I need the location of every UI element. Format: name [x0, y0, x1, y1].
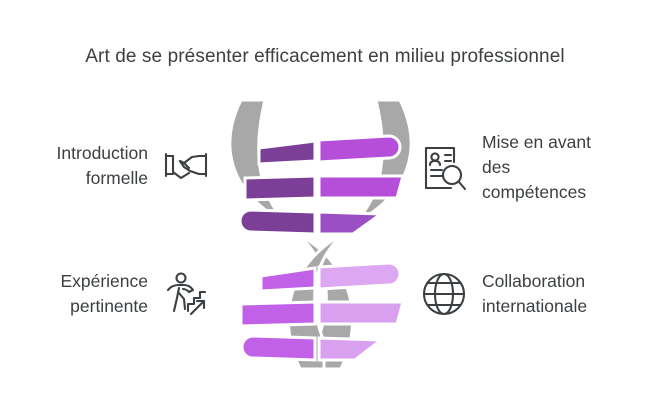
- globe-icon: [418, 268, 470, 320]
- item-label-collaboration-internationale: Collaboration internationale: [482, 269, 587, 319]
- item-label-line: pertinente: [70, 296, 148, 316]
- item-label-line: Introduction: [56, 143, 148, 163]
- item-label-experience-pertinente: Expérience pertinente: [60, 269, 148, 319]
- dna-rung-top-3: [238, 208, 386, 236]
- item-label-introduction-formelle: Introduction formelle: [57, 141, 148, 191]
- resume-search-icon: [418, 142, 470, 194]
- item-label-line: Mise en avant: [482, 132, 591, 152]
- item-label-line: formelle: [85, 168, 148, 188]
- item-label-mise-en-avant-des-competences: Mise en avant des compétences: [482, 130, 591, 205]
- item-label-line: Expérience: [60, 271, 148, 291]
- item-introduction-formelle[interactable]: Introduction formelle: [22, 140, 212, 192]
- person-stairs-icon: [160, 268, 212, 320]
- item-experience-pertinente[interactable]: Expérience pertinente: [22, 268, 212, 320]
- item-collaboration-internationale[interactable]: Collaboration internationale: [418, 268, 633, 320]
- item-mise-en-avant-des-competences[interactable]: Mise en avant des compétences: [418, 130, 633, 205]
- item-label-line: compétences: [482, 182, 587, 202]
- page-title: Art de se présenter efficacement en mili…: [85, 46, 565, 67]
- dna-rung-top-2: [243, 174, 405, 202]
- dna-rung-bottom-3: [240, 334, 386, 362]
- dna-rung-bottom-2: [239, 300, 405, 328]
- item-label-line: Collaboration: [482, 271, 586, 291]
- dna-rung-top-1: [257, 134, 402, 166]
- dna-double-helix-graphic: [228, 98, 413, 371]
- handshake-icon: [160, 140, 212, 192]
- dna-rung-bottom-1: [259, 261, 402, 293]
- item-label-line: internationale: [482, 296, 588, 316]
- item-label-line: des: [482, 157, 511, 177]
